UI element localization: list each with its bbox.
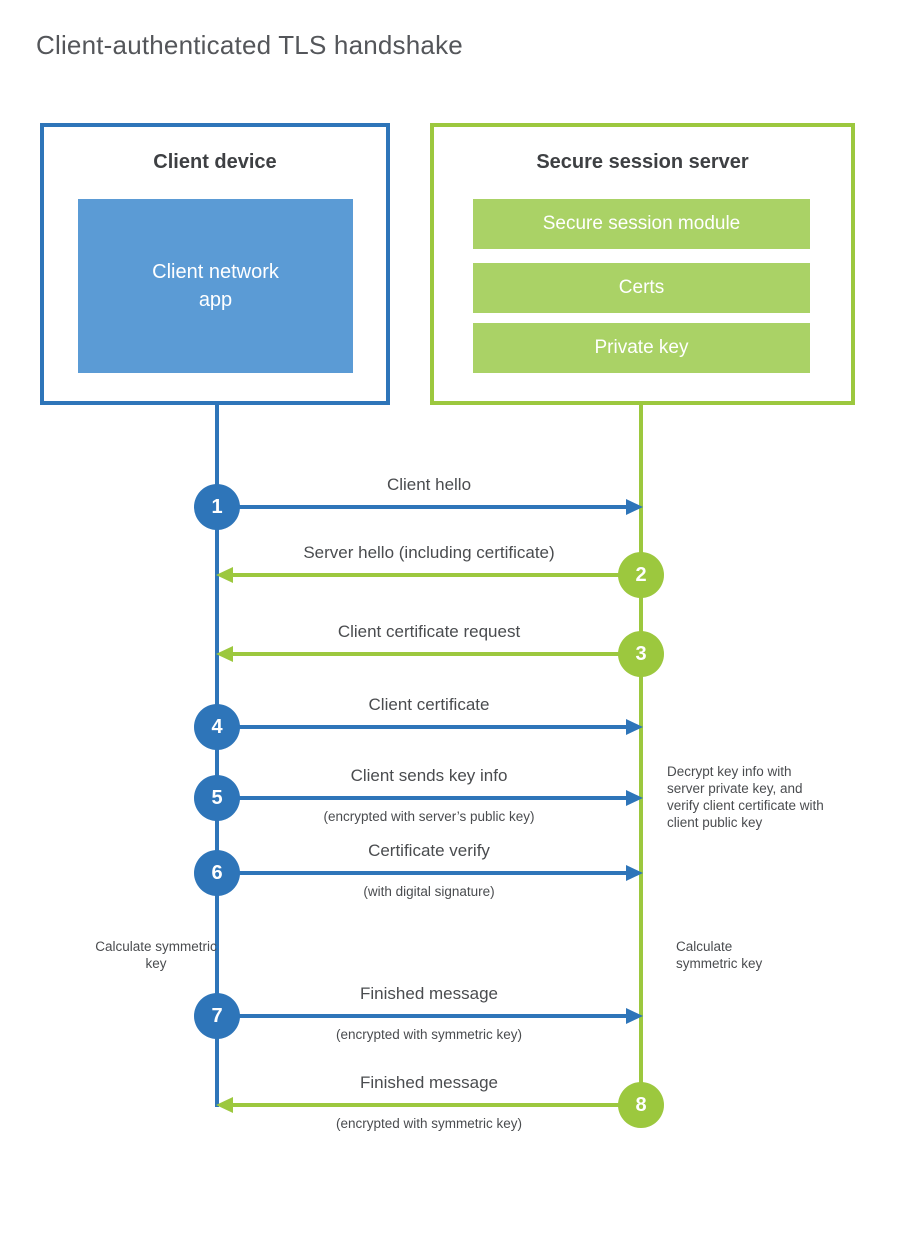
server-lifeline <box>639 405 643 1105</box>
step-circle-6: 6 <box>194 850 240 896</box>
server-module-private-key: Private key <box>473 323 810 373</box>
server-module-secure-session-module: Secure session module <box>473 199 810 249</box>
arrowhead-right-icon <box>626 499 643 515</box>
message-label-1: Client hello <box>386 475 472 494</box>
arrowhead-left-icon <box>216 1097 233 1113</box>
step-circle-8: 8 <box>618 1082 664 1128</box>
step-circle-4: 4 <box>194 704 240 750</box>
secure-session-server-title: Secure session server <box>536 151 749 173</box>
message-arrow-line-5 <box>238 796 626 800</box>
message-label-6: Certificate verify <box>368 841 490 860</box>
arrowhead-left-icon <box>216 567 233 583</box>
client-device-box: Client device Client network app <box>40 123 390 405</box>
step-circle-2: 2 <box>618 552 664 598</box>
message-label-2: Server hello (including certificate) <box>303 543 555 562</box>
calculate-symmetric-key-note-server: Calculate symmetric key <box>676 939 763 971</box>
message-arrow-line-7 <box>238 1014 626 1018</box>
message-sublabel-8: (encrypted with symmetric key) <box>335 1116 523 1131</box>
step-circle-1: 1 <box>194 484 240 530</box>
page-title: Client-authenticated TLS handshake <box>36 30 463 60</box>
arrowhead-right-icon <box>626 719 643 735</box>
arrowhead-left-icon <box>216 646 233 662</box>
message-arrow-line-8 <box>232 1103 620 1107</box>
message-sublabel-5: (encrypted with server’s public key) <box>323 809 535 824</box>
message-label-5: Client sends key info <box>350 766 508 785</box>
client-network-app-label: Client network app <box>152 261 279 311</box>
message-arrow-line-2 <box>232 573 620 577</box>
message-arrow-line-6 <box>238 871 626 875</box>
step-circle-3: 3 <box>618 631 664 677</box>
decrypt-key-note: Decrypt key info with server private key… <box>667 764 824 830</box>
step-circle-5: 5 <box>194 775 240 821</box>
client-lifeline <box>215 405 219 1107</box>
message-label-3: Client certificate request <box>337 622 521 641</box>
server-module-certs: Certs <box>473 263 810 313</box>
message-arrow-line-1 <box>238 505 626 509</box>
arrowhead-right-icon <box>626 790 643 806</box>
message-sublabel-7: (encrypted with symmetric key) <box>335 1027 523 1042</box>
message-label-4: Client certificate <box>368 695 490 714</box>
message-sublabel-6: (with digital signature) <box>363 884 495 899</box>
secure-session-server-box: Secure session server Secure session mod… <box>430 123 855 405</box>
message-label-7: Finished message <box>360 984 498 1003</box>
calculate-symmetric-key-note-client: Calculate symmetric key <box>95 939 217 971</box>
arrowhead-right-icon <box>626 865 643 881</box>
client-network-app-box: Client network app <box>78 199 353 373</box>
message-arrow-line-4 <box>238 725 626 729</box>
message-arrow-line-3 <box>232 652 620 656</box>
message-label-8: Finished message <box>360 1073 498 1092</box>
client-device-title: Client device <box>153 151 277 173</box>
step-circle-7: 7 <box>194 993 240 1039</box>
arrowhead-right-icon <box>626 1008 643 1024</box>
